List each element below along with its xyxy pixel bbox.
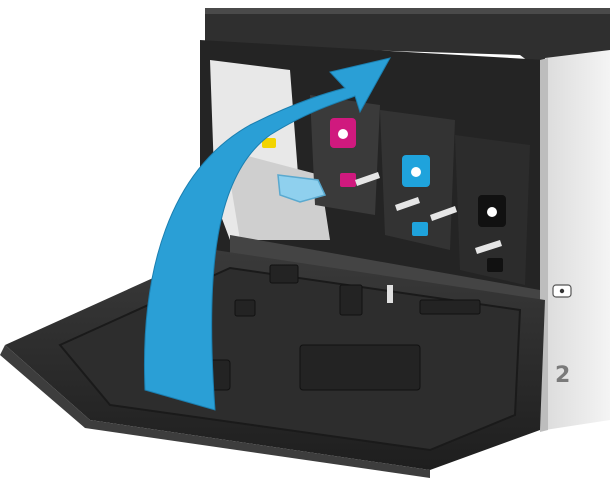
transfer-unit-shadow bbox=[225, 150, 330, 240]
toner-cartridge-icon[interactable] bbox=[402, 155, 430, 236]
door-latch bbox=[387, 285, 393, 303]
toner-cartridge-icon[interactable] bbox=[478, 195, 506, 272]
printer-side-panel bbox=[545, 50, 610, 430]
release-lever bbox=[430, 206, 457, 221]
curved-arrow-icon bbox=[143, 57, 391, 411]
release-lever bbox=[395, 197, 420, 211]
release-lever bbox=[475, 240, 502, 254]
release-lever bbox=[355, 172, 380, 186]
door-number-label: 2 bbox=[555, 363, 570, 388]
door-fixtures bbox=[149, 264, 481, 391]
printer-top-housing bbox=[205, 8, 610, 70]
toner-cartridge-icon[interactable] bbox=[262, 138, 276, 148]
toner-cartridge-icon[interactable] bbox=[330, 118, 356, 187]
front-door-edge bbox=[0, 345, 430, 478]
cartridge-slot bbox=[310, 95, 380, 215]
cartridge-handle[interactable] bbox=[277, 174, 327, 203]
printer-top-edge bbox=[205, 8, 610, 14]
